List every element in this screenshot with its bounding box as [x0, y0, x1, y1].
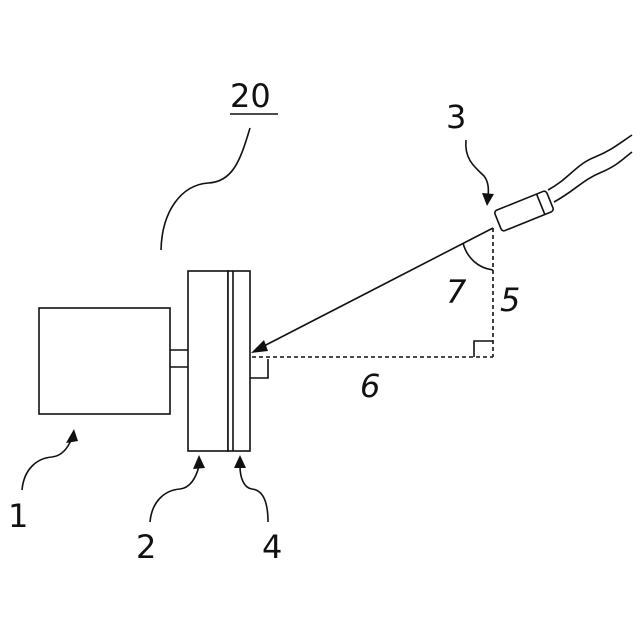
- component-1-label: 1: [8, 497, 28, 535]
- component-1-leader-line: [22, 438, 72, 490]
- right-angle-marker-plate: [250, 359, 268, 378]
- component-2-leader-line: [150, 466, 199, 522]
- angle-label: 7: [446, 273, 467, 311]
- assembly-label: 20: [230, 77, 271, 115]
- component-3-label: 3: [446, 98, 466, 136]
- component-1-arrowhead: [66, 429, 78, 443]
- component-4-layer: [228, 271, 250, 451]
- horizontal-distance-label: 6: [360, 367, 380, 405]
- assembly-leader-line: [161, 128, 250, 250]
- component-2-arrowhead: [193, 455, 205, 469]
- component-2-label: 2: [136, 528, 156, 566]
- angle-arc: [463, 243, 493, 270]
- component-3-probe-body: [494, 190, 554, 231]
- component-3-arrowhead: [482, 193, 494, 206]
- component-1-box: [39, 308, 170, 414]
- right-angle-marker-probe: [474, 341, 493, 357]
- component-4-arrowhead: [234, 455, 246, 468]
- vertical-distance-label: 5: [500, 281, 520, 319]
- component-3-probe: [494, 190, 554, 231]
- component-4-label: 4: [262, 528, 282, 566]
- beam-arrowhead: [251, 340, 268, 353]
- component-2-plate: [188, 271, 228, 451]
- component-4-leader-line: [240, 466, 268, 522]
- component-3-leader-line: [466, 140, 489, 196]
